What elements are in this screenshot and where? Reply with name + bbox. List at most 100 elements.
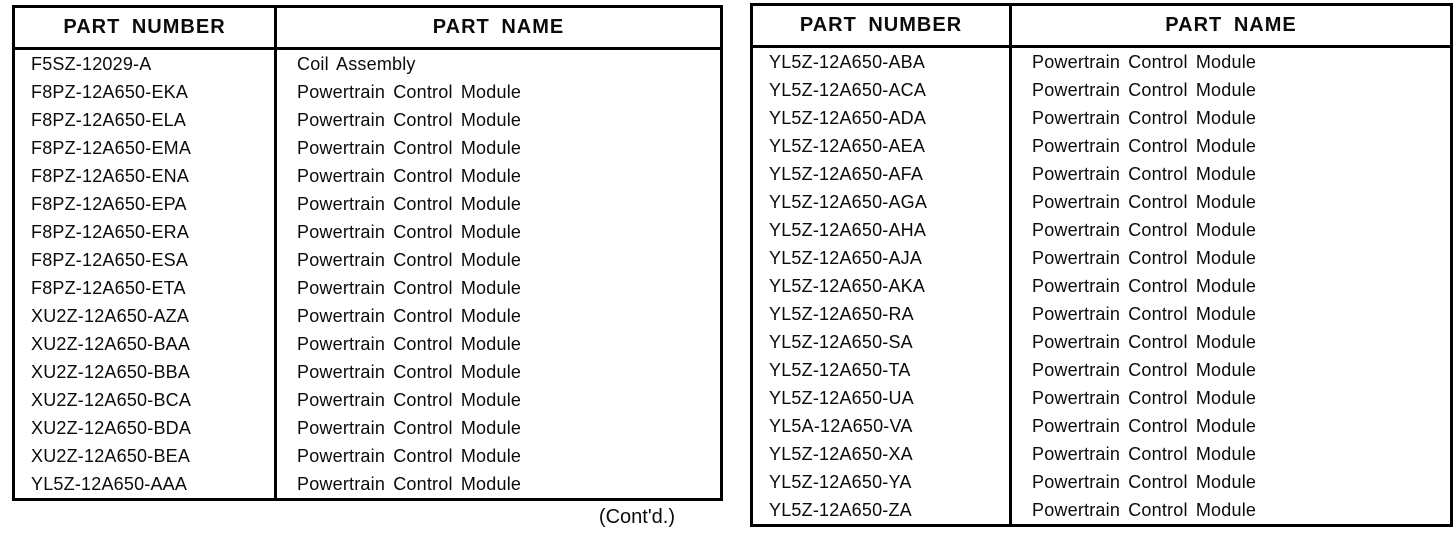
part-number-cell: YL5Z-12A650-ACA [751, 76, 1012, 104]
part-name-cell: Powertrain Control Module [297, 165, 522, 186]
part-number-cell: F8PZ-12A650-ESA [13, 246, 277, 274]
part-name-cell: Powertrain Control Module [1032, 303, 1257, 324]
table-row: YL5Z-12A650-SA Powertrain Control Module [751, 328, 1452, 356]
table-row: YL5Z-12A650-AKA Powertrain Control Module [751, 272, 1452, 300]
table-row: XU2Z-12A650-BCA Powertrain Control Module [13, 386, 722, 414]
table-row: F8PZ-12A650-ERA Powertrain Control Module [13, 218, 722, 246]
part-name-cell: Powertrain Control Module [1032, 387, 1257, 408]
part-name-cell: Powertrain Control Module [297, 473, 522, 494]
part-number-cell: YL5Z-12A650-UA [751, 384, 1012, 412]
part-name-cell: Powertrain Control Module [297, 109, 522, 130]
part-name-cell: Powertrain Control Module [1032, 135, 1257, 156]
part-number-cell: YL5Z-12A650-TA [751, 356, 1012, 384]
part-name-cell: Powertrain Control Module [1032, 415, 1257, 436]
part-number-cell: F8PZ-12A650-ETA [13, 274, 277, 302]
part-name-cell: Powertrain Control Module [297, 277, 522, 298]
column-header-part-name: PART NAME [275, 6, 722, 50]
part-number-cell: F5SZ-12029-A [13, 48, 277, 78]
part-number-cell: XU2Z-12A650-BBA [13, 358, 277, 386]
part-number-cell: F8PZ-12A650-EPA [13, 190, 277, 218]
part-number-cell: YL5Z-12A650-AEA [751, 132, 1012, 160]
part-name-cell: Powertrain Control Module [297, 361, 522, 382]
table-row: YL5Z-12A650-AJA Powertrain Control Module [751, 244, 1452, 272]
part-name-cell: Powertrain Control Module [1032, 247, 1257, 268]
table-row: XU2Z-12A650-BAA Powertrain Control Module [13, 330, 722, 358]
part-number-cell: XU2Z-12A650-BEA [13, 442, 277, 470]
table-row: XU2Z-12A650-BDA Powertrain Control Module [13, 414, 722, 442]
table-row: XU2Z-12A650-BBA Powertrain Control Module [13, 358, 722, 386]
table-row: YL5Z-12A650-RA Powertrain Control Module [751, 300, 1452, 328]
part-number-cell: YL5Z-12A650-AGA [751, 188, 1012, 216]
table-row: YL5Z-12A650-UA Powertrain Control Module [751, 384, 1452, 412]
part-number-cell: YL5Z-12A650-XA [751, 440, 1012, 468]
part-number-cell: YL5Z-12A650-AKA [751, 272, 1012, 300]
part-name-cell: Powertrain Control Module [1032, 219, 1257, 240]
part-name-cell: Powertrain Control Module [1032, 359, 1257, 380]
part-name-cell: Powertrain Control Module [1032, 163, 1257, 184]
table-row: YL5Z-12A650-AHA Powertrain Control Module [751, 216, 1452, 244]
part-number-cell: YL5Z-12A650-YA [751, 468, 1012, 496]
part-name-cell: Powertrain Control Module [297, 81, 522, 102]
part-number-cell: F8PZ-12A650-ERA [13, 218, 277, 246]
part-number-cell: YL5Z-12A650-AFA [751, 160, 1012, 188]
part-number-cell: YL5Z-12A650-RA [751, 300, 1012, 328]
part-number-cell: XU2Z-12A650-BAA [13, 330, 277, 358]
column-header-part-number: PART NUMBER [751, 4, 1012, 48]
part-number-cell: F8PZ-12A650-EKA [13, 78, 277, 106]
table-row: YL5Z-12A650-ACA Powertrain Control Module [751, 76, 1452, 104]
part-number-cell: YL5Z-12A650-ZA [751, 496, 1012, 526]
part-number-cell: YL5Z-12A650-AHA [751, 216, 1012, 244]
part-name-cell: Powertrain Control Module [297, 193, 522, 214]
part-number-cell: YL5A-12A650-VA [751, 412, 1012, 440]
table-row: F5SZ-12029-A Coil Assembly [13, 48, 722, 78]
table-row: YL5Z-12A650-AGA Powertrain Control Module [751, 188, 1452, 216]
part-name-cell: Coil Assembly [297, 53, 416, 74]
part-name-cell: Powertrain Control Module [297, 221, 522, 242]
part-name-cell: Powertrain Control Module [297, 445, 522, 466]
table-row: YL5Z-12A650-TA Powertrain Control Module [751, 356, 1452, 384]
part-number-cell: XU2Z-12A650-AZA [13, 302, 277, 330]
table-row: F8PZ-12A650-ETA Powertrain Control Module [13, 274, 722, 302]
table-row: YL5Z-12A650-AFA Powertrain Control Module [751, 160, 1452, 188]
part-number-cell: F8PZ-12A650-EMA [13, 134, 277, 162]
table-row: F8PZ-12A650-EMA Powertrain Control Module [13, 134, 722, 162]
table-row: XU2Z-12A650-BEA Powertrain Control Module [13, 442, 722, 470]
continued-label: (Cont'd.) [598, 506, 675, 528]
part-name-cell: Powertrain Control Module [297, 417, 522, 438]
part-name-cell: Powertrain Control Module [1032, 107, 1257, 128]
column-header-part-name: PART NAME [1010, 4, 1452, 48]
table-row: XU2Z-12A650-AZA Powertrain Control Module [13, 302, 722, 330]
part-name-cell: Powertrain Control Module [1032, 275, 1257, 296]
table-row: YL5A-12A650-VA Powertrain Control Module [751, 412, 1452, 440]
part-number-cell: XU2Z-12A650-BCA [13, 386, 277, 414]
table-row: YL5Z-12A650-XA Powertrain Control Module [751, 440, 1452, 468]
part-number-cell: F8PZ-12A650-ENA [13, 162, 277, 190]
part-name-cell: Powertrain Control Module [297, 305, 522, 326]
part-number-cell: YL5Z-12A650-SA [751, 328, 1012, 356]
part-name-cell: Powertrain Control Module [1032, 443, 1257, 464]
part-number-cell: YL5Z-12A650-ADA [751, 104, 1012, 132]
part-name-cell: Powertrain Control Module [1032, 331, 1257, 352]
table-row: YL5Z-12A650-AEA Powertrain Control Module [751, 132, 1452, 160]
part-name-cell: Powertrain Control Module [1032, 191, 1257, 212]
part-number-cell: YL5Z-12A650-ABA [751, 46, 1012, 76]
part-name-cell: Powertrain Control Module [297, 389, 522, 410]
table-row: F8PZ-12A650-EPA Powertrain Control Module [13, 190, 722, 218]
part-name-cell: Powertrain Control Module [1032, 79, 1257, 100]
table-row: F8PZ-12A650-ESA Powertrain Control Module [13, 246, 722, 274]
part-name-cell: Powertrain Control Module [1032, 471, 1257, 492]
column-header-part-number: PART NUMBER [13, 6, 277, 50]
part-name-cell: Powertrain Control Module [297, 137, 522, 158]
part-name-cell: Powertrain Control Module [297, 333, 522, 354]
part-name-cell: Powertrain Control Module [1032, 499, 1257, 520]
part-number-cell: XU2Z-12A650-BDA [13, 414, 277, 442]
part-name-cell: Powertrain Control Module [297, 249, 522, 270]
part-number-cell: YL5Z-12A650-AJA [751, 244, 1012, 272]
